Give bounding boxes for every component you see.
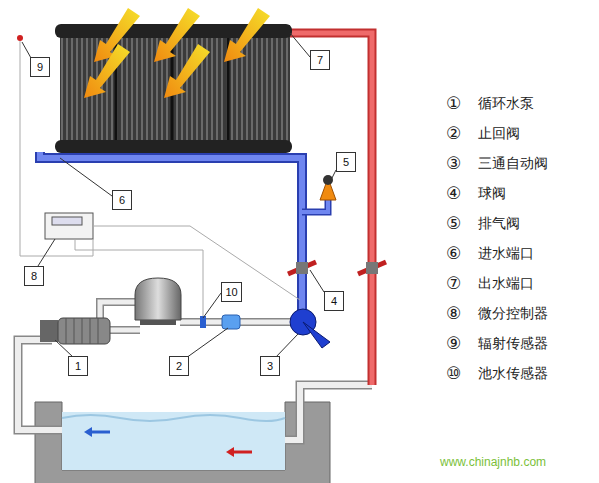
callout-box: 4 [324,291,344,311]
legend-key-number: ⑨ [446,333,461,353]
legend-key-number: ⑤ [446,213,461,233]
legend-key-number: ④ [446,183,461,203]
legend-text: 出水端口 [478,275,534,293]
legend-key-number: ⑧ [446,303,461,323]
legend-key-number: ⑩ [446,363,461,383]
callout-box: 3 [260,356,280,376]
callout-box: 2 [169,356,189,376]
legend-text: 止回阀 [478,125,520,143]
legend-text: 进水端口 [478,245,534,263]
legend-key-number: ⑥ [446,243,461,263]
callout-number: 4 [331,295,337,307]
callout-number: 2 [176,360,182,372]
legend-text: 辐射传感器 [478,335,548,353]
legend-text: 微分控制器 [478,305,548,323]
callout-box: 1 [68,356,88,376]
callout-box: 5 [336,152,356,172]
callout-number: 5 [343,156,349,168]
callout-box: 10 [221,282,242,302]
callout-box: 7 [310,50,330,70]
callout-number: 3 [267,360,273,372]
legend-text: 池水传感器 [478,365,548,383]
callout-number: 6 [119,194,125,206]
legend-text: 球阀 [478,185,506,203]
callout-number: 10 [225,286,237,298]
legend-key-number: ⑦ [446,273,461,293]
legend-text: 排气阀 [478,215,520,233]
callout-number: 9 [37,61,43,73]
legend-text: 循环水泵 [478,95,534,113]
watermark: www.chinajnhb.com [440,455,546,469]
legend-key-number: ② [446,123,461,143]
legend-key-number: ③ [446,153,461,173]
callout-number: 1 [75,360,81,372]
legend-text: 三通自动阀 [478,155,548,173]
callout-box: 6 [112,190,132,210]
callout-box: 9 [30,57,50,77]
callout-box: 8 [24,266,44,286]
callout-number: 7 [317,54,323,66]
legend-key-number: ① [446,93,461,113]
callout-number: 8 [31,270,37,282]
